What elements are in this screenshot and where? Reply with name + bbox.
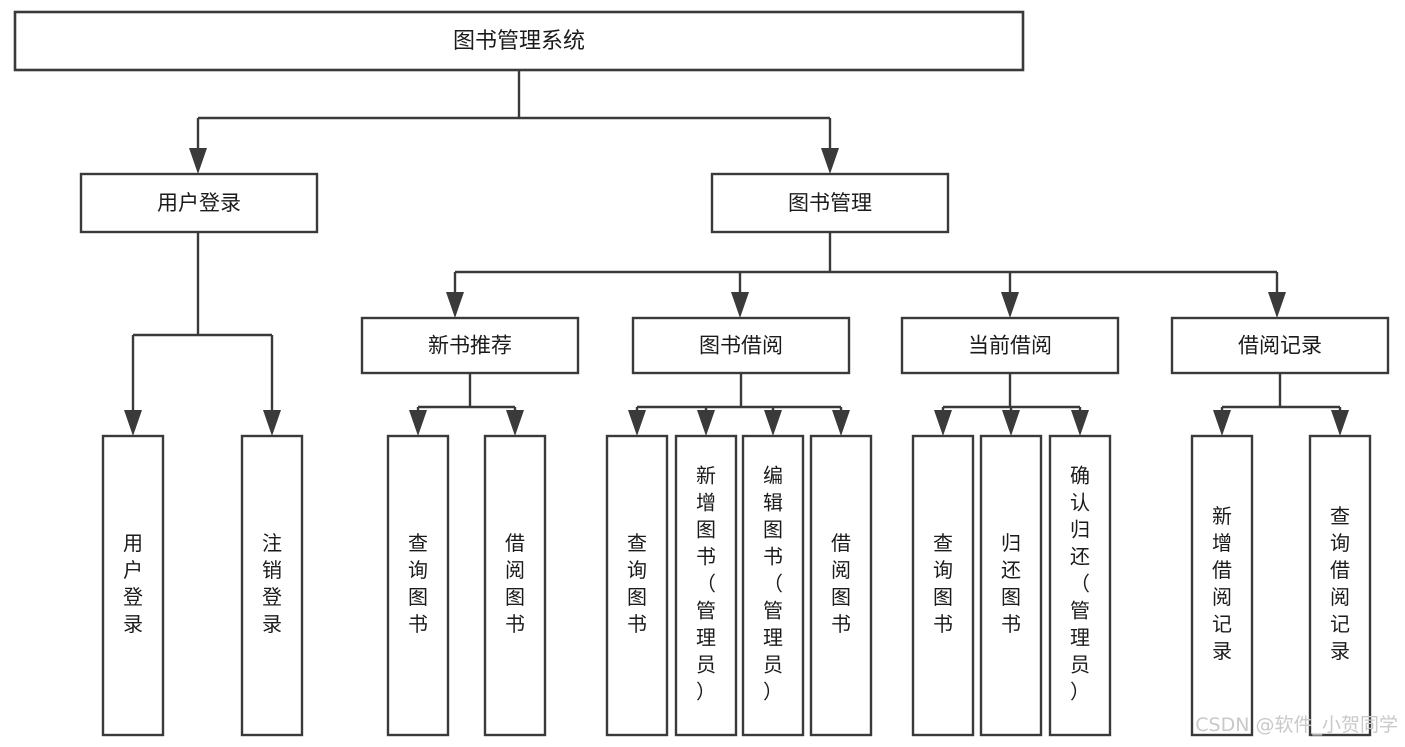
arrow-head-icon bbox=[1268, 292, 1286, 318]
leaf-node-12[interactable]: 查询借阅记录 bbox=[1308, 434, 1372, 737]
level3-node-1[interactable]: 图书借阅 bbox=[631, 316, 851, 375]
leaf-node-4-label: 查询图书 bbox=[627, 531, 647, 636]
connector-layer bbox=[124, 70, 1349, 436]
root-node-label: 图书管理系统 bbox=[453, 29, 585, 54]
leaf-node-7[interactable]: 借阅图书 bbox=[809, 434, 873, 737]
leaf-node-8-box[interactable] bbox=[911, 434, 975, 737]
arrow-head-icon bbox=[1071, 410, 1089, 436]
arrow-head-icon bbox=[1002, 410, 1020, 436]
leaf-node-3[interactable]: 借阅图书 bbox=[483, 434, 547, 737]
level2-node-1[interactable]: 图书管理 bbox=[710, 172, 950, 234]
leaf-node-5[interactable]: 新增图书（管理员） bbox=[674, 434, 738, 737]
leaf-node-8[interactable]: 查询图书 bbox=[911, 434, 975, 737]
leaf-node-7-label: 借阅图书 bbox=[831, 531, 851, 636]
arrow-head-icon bbox=[628, 410, 646, 436]
leaf-node-3-box[interactable] bbox=[483, 434, 547, 737]
leaf-node-1-label: 注销登录 bbox=[262, 531, 282, 636]
watermark-layer: CSDN @软件_小贺同学 bbox=[1195, 714, 1398, 736]
leaf-node-12-box[interactable] bbox=[1308, 434, 1372, 737]
leaf-node-10-box[interactable] bbox=[1048, 434, 1112, 737]
arrow-head-icon bbox=[189, 148, 207, 174]
arrow-head-icon bbox=[1331, 410, 1349, 436]
watermark-label: CSDN @软件_小贺同学 bbox=[1195, 714, 1398, 736]
arrow-head-icon bbox=[446, 292, 464, 318]
level2-node-1-label: 图书管理 bbox=[788, 191, 872, 215]
level3-node-3[interactable]: 借阅记录 bbox=[1170, 316, 1390, 375]
leaf-node-4[interactable]: 查询图书 bbox=[605, 434, 669, 737]
leaf-node-7-box[interactable] bbox=[809, 434, 873, 737]
level3-node-3-label: 借阅记录 bbox=[1238, 334, 1322, 358]
arrow-head-icon bbox=[263, 410, 281, 436]
node-layer: 图书管理系统用户登录图书管理新书推荐图书借阅当前借阅借阅记录用户登录注销登录查询… bbox=[13, 10, 1390, 737]
leaf-node-5-label: 新增图书（管理员） bbox=[696, 464, 716, 704]
arrow-head-icon bbox=[764, 410, 782, 436]
arrow-head-icon bbox=[731, 292, 749, 318]
arrow-head-icon bbox=[1213, 410, 1231, 436]
leaf-node-6-box[interactable] bbox=[741, 434, 805, 737]
connector-group bbox=[934, 373, 1089, 436]
leaf-node-11[interactable]: 新增借阅记录 bbox=[1190, 434, 1254, 737]
connector-group bbox=[1213, 373, 1349, 436]
leaf-node-6-label: 编辑图书（管理员） bbox=[763, 464, 783, 704]
connector-group bbox=[189, 70, 839, 174]
arrow-head-icon bbox=[409, 410, 427, 436]
leaf-node-0-label: 用户登录 bbox=[123, 531, 143, 636]
leaf-node-2[interactable]: 查询图书 bbox=[386, 434, 450, 737]
level3-node-2[interactable]: 当前借阅 bbox=[900, 316, 1120, 375]
leaf-node-5-box[interactable] bbox=[674, 434, 738, 737]
leaf-node-1-box[interactable] bbox=[240, 434, 304, 737]
level3-node-1-label: 图书借阅 bbox=[699, 334, 783, 358]
level3-node-1-box[interactable] bbox=[631, 316, 851, 375]
leaf-node-12-label: 查询借阅记录 bbox=[1330, 504, 1350, 663]
leaf-node-4-box[interactable] bbox=[605, 434, 669, 737]
leaf-node-10-label: 确认归还（管理员） bbox=[1070, 464, 1090, 704]
arrow-head-icon bbox=[697, 410, 715, 436]
root-node-box[interactable] bbox=[13, 10, 1025, 72]
leaf-node-2-box[interactable] bbox=[386, 434, 450, 737]
leaf-node-6[interactable]: 编辑图书（管理员） bbox=[741, 434, 805, 737]
arrow-head-icon bbox=[124, 410, 142, 436]
leaf-node-10[interactable]: 确认归还（管理员） bbox=[1048, 434, 1112, 737]
connector-group bbox=[446, 232, 1286, 318]
leaf-node-9[interactable]: 归还图书 bbox=[979, 434, 1043, 737]
arrow-head-icon bbox=[1001, 292, 1019, 318]
arrow-head-icon bbox=[934, 410, 952, 436]
leaf-node-2-label: 查询图书 bbox=[408, 531, 428, 636]
leaf-node-11-label: 新增借阅记录 bbox=[1212, 504, 1232, 663]
leaf-node-1[interactable]: 注销登录 bbox=[240, 434, 304, 737]
level3-node-2-box[interactable] bbox=[900, 316, 1120, 375]
level3-node-0-label: 新书推荐 bbox=[428, 334, 512, 358]
level3-node-0-box[interactable] bbox=[360, 316, 580, 375]
leaf-node-0[interactable]: 用户登录 bbox=[101, 434, 165, 737]
level2-node-0-label: 用户登录 bbox=[157, 191, 241, 215]
leaf-node-3-label: 借阅图书 bbox=[505, 531, 525, 636]
connector-group bbox=[124, 232, 281, 436]
arrow-head-icon bbox=[506, 410, 524, 436]
connector-group bbox=[628, 373, 850, 436]
leaf-node-0-box[interactable] bbox=[101, 434, 165, 737]
leaf-node-9-box[interactable] bbox=[979, 434, 1043, 737]
level2-node-1-box[interactable] bbox=[710, 172, 950, 234]
leaf-node-8-label: 查询图书 bbox=[933, 531, 953, 636]
level2-node-0[interactable]: 用户登录 bbox=[79, 172, 319, 234]
leaf-node-9-label: 归还图书 bbox=[1001, 531, 1021, 636]
arrow-head-icon bbox=[832, 410, 850, 436]
connector-group bbox=[409, 373, 524, 436]
root-node[interactable]: 图书管理系统 bbox=[13, 10, 1025, 72]
level3-node-3-box[interactable] bbox=[1170, 316, 1390, 375]
arrow-head-icon bbox=[821, 148, 839, 174]
level2-node-0-box[interactable] bbox=[79, 172, 319, 234]
level3-node-0[interactable]: 新书推荐 bbox=[360, 316, 580, 375]
level3-node-2-label: 当前借阅 bbox=[968, 334, 1052, 358]
leaf-node-11-box[interactable] bbox=[1190, 434, 1254, 737]
